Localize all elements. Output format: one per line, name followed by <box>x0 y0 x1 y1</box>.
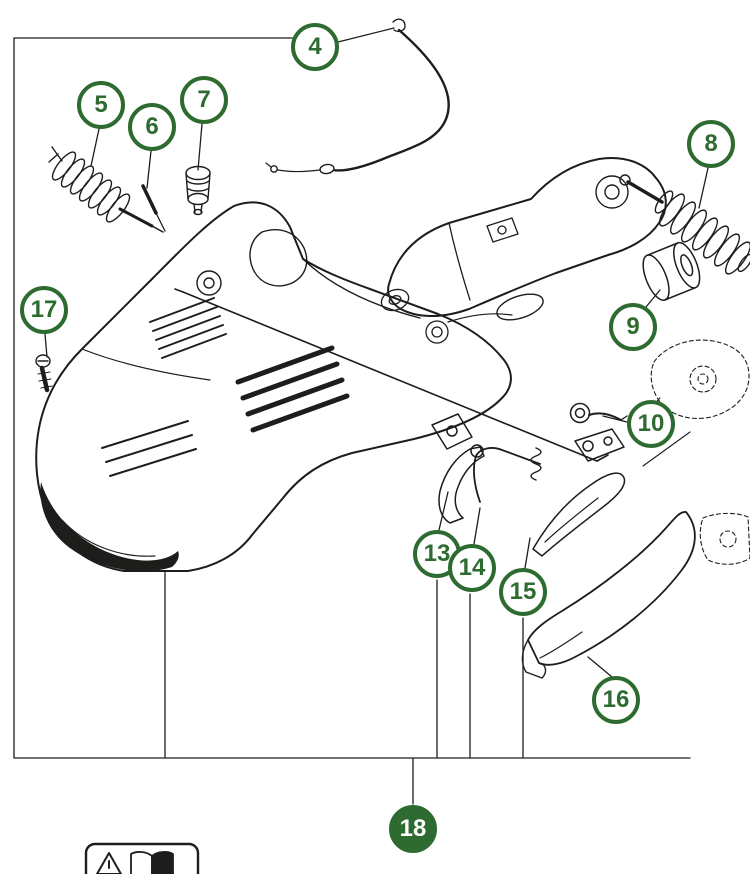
callout-5[interactable]: 5 <box>77 81 125 129</box>
callout-7[interactable]: 7 <box>180 76 228 124</box>
part-16-hand-guard <box>521 511 696 679</box>
part-8-spring <box>619 174 750 275</box>
callout-15[interactable]: 15 <box>499 568 547 616</box>
part-14-spring-wire <box>473 447 542 503</box>
part-17-screw <box>35 354 53 393</box>
part-10-grommet <box>569 402 628 424</box>
part-9-roller <box>642 241 701 301</box>
throttle-rod <box>174 288 609 462</box>
leader-lines <box>44 27 709 678</box>
callout-9[interactable]: 9 <box>609 303 657 351</box>
part-15-lockout <box>532 428 626 557</box>
part-5-spring <box>48 146 164 233</box>
bracket-lines <box>13 37 691 805</box>
callout-8[interactable]: 8 <box>687 120 735 168</box>
callout-18[interactable]: 18 <box>389 805 437 853</box>
callout-10[interactable]: 10 <box>627 400 675 448</box>
callout-17[interactable]: 17 <box>20 286 68 334</box>
part-6-pin <box>141 184 166 232</box>
callout-14[interactable]: 14 <box>448 544 496 592</box>
callout-4[interactable]: 4 <box>291 23 339 71</box>
warning-label <box>84 842 200 874</box>
part-7-bushing <box>185 165 211 216</box>
main-housing <box>35 201 512 572</box>
tank-bracket <box>380 157 667 344</box>
part-4-cable <box>265 18 450 175</box>
callout-16[interactable]: 16 <box>592 676 640 724</box>
part-13-trigger <box>431 413 485 524</box>
callout-6[interactable]: 6 <box>128 103 176 151</box>
